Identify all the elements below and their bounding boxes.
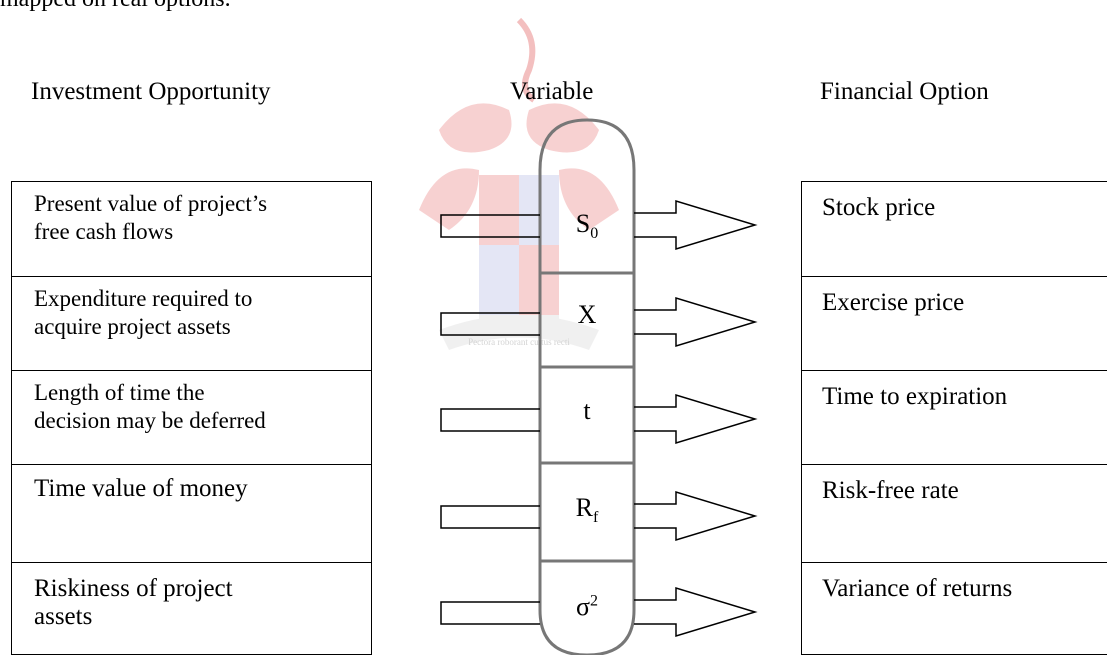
variable-base: t [583,396,591,425]
heading-financial-option: Financial Option [820,78,989,105]
left-arrow-icon [440,214,540,238]
row-text-line: assets [34,603,93,630]
left-arrow-icon [440,601,540,625]
row-text-line: Riskiness of project [34,575,233,602]
table-row: Time value of money [12,464,371,562]
table-row: Risk-free rate [802,464,1107,562]
table-row: Variance of returns [802,562,1107,656]
row-text: Time to expiration [822,383,1008,410]
row-text-line: Length of time the [34,380,205,405]
variable-base: σ [575,592,590,621]
left-arrow-icon [440,505,540,529]
table-row: Length of time the decision may be defer… [12,370,371,464]
variable-rf: Rf [542,493,632,527]
row-text: Variance of returns [822,575,1013,602]
left-arrow-icon [440,312,540,336]
variable-base: S [575,209,591,238]
heading-variable: Variable [510,78,594,105]
table-row: Expenditure required to acquire project … [12,276,371,370]
investment-opportunity-table: Present value of project’s free cash flo… [11,181,372,655]
financial-option-table: Stock price Exercise price Time to expir… [801,181,1107,655]
table-row: Present value of project’s free cash flo… [12,182,371,276]
variable-superscript: 2 [590,592,598,610]
table-row: Time to expiration [802,370,1107,464]
variable-base: R [575,493,593,522]
left-arrow-icon [440,408,540,432]
variable-capsule [538,118,636,655]
variable-base: X [577,300,597,329]
row-text-line: decision may be deferred [34,408,266,433]
row-text-line: Present value of project’s [34,191,268,216]
heading-investment-opportunity: Investment Opportunity [31,78,271,105]
right-arrow-icon [634,199,758,251]
row-text-line: Time value of money [34,475,248,502]
table-row: Exercise price [802,276,1107,370]
right-arrow-icon [634,296,758,348]
variable-subscript: f [593,509,599,527]
variable-sigma-squared: σ2 [542,592,632,622]
crest-motto: Pectora roborant cultus recti [468,337,570,347]
variable-t: t [542,396,632,426]
variable-subscript: 0 [590,225,599,243]
row-text-line: acquire project assets [34,314,231,339]
row-text-line: Expenditure required to [34,286,253,311]
row-text: Risk-free rate [822,477,959,504]
row-text: Exercise price [822,289,965,316]
table-row: Riskiness of project assets [12,562,371,656]
right-arrow-icon [634,393,758,445]
table-row: Stock price [802,182,1107,276]
caption-fragment: mapped on real options. [0,0,231,13]
right-arrow-icon [634,586,758,638]
row-text: Stock price [822,194,936,221]
right-arrow-icon [634,490,758,542]
variable-x: X [542,300,632,330]
variable-s0: S0 [542,209,632,243]
row-text-line: free cash flows [34,219,174,244]
